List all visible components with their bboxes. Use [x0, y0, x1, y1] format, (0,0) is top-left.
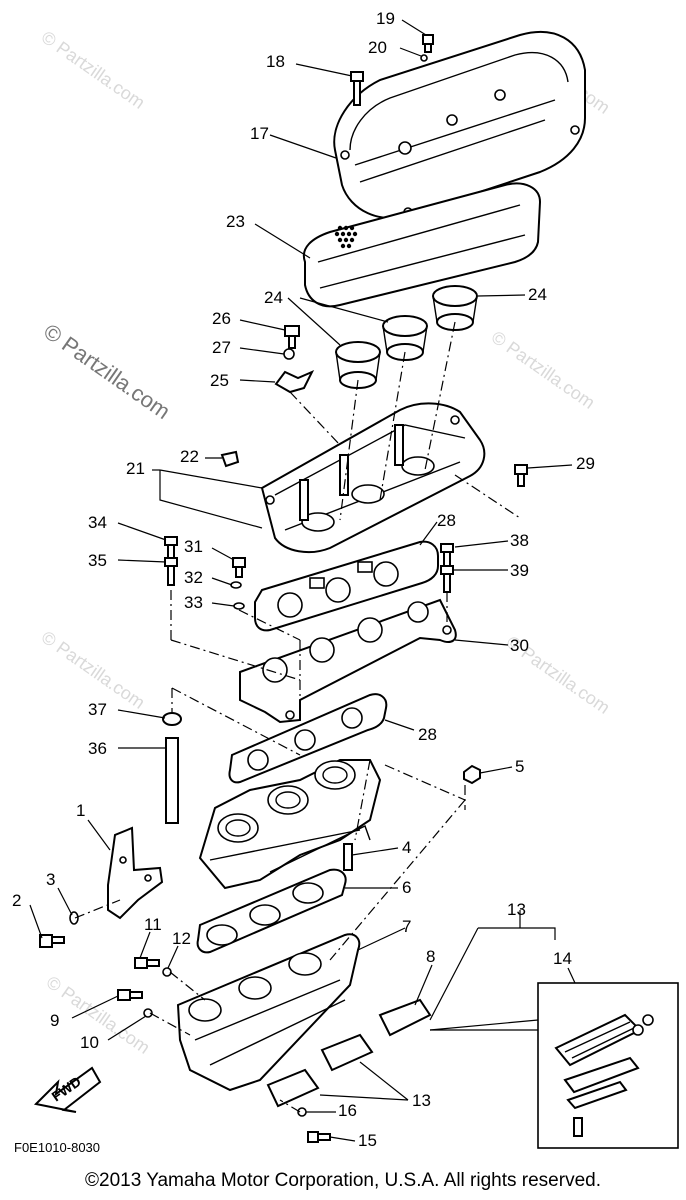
washer-20: [420, 54, 428, 62]
callout-19: 19: [376, 9, 395, 28]
callout-5: 5: [515, 757, 524, 776]
callout-1: 1: [76, 801, 85, 820]
bolt-11: [134, 957, 160, 969]
clip-25: [274, 370, 315, 394]
callout-9: 9: [50, 1011, 59, 1030]
callout-14: 14: [553, 949, 572, 968]
callout-12: 12: [172, 929, 191, 948]
callout-labels: 19 20 18 17 23 24 24 26 27 25 22 21 29 2…: [12, 9, 595, 1150]
watermark-main: © Partzilla.com: [39, 319, 175, 425]
callout-18: 18: [266, 52, 285, 71]
callout-31: 31: [184, 537, 203, 556]
fwd-arrow-icon: FWD: [33, 1066, 102, 1113]
callout-33: 33: [184, 593, 203, 612]
bolt-26: [284, 325, 300, 349]
nut-5: [463, 764, 481, 785]
reed-valves: [266, 998, 432, 1108]
washer-10: [143, 1008, 153, 1018]
callout-16: 16: [338, 1101, 357, 1120]
callout-38: 38: [510, 531, 529, 550]
alignment-lines: [74, 321, 521, 1113]
stud-4: [343, 843, 353, 871]
diagram-code: F0E1010-8030: [14, 1140, 101, 1155]
callout-28b: 28: [418, 725, 437, 744]
bracket-1: [107, 826, 164, 920]
throttle-body-assembly: [198, 759, 382, 890]
callout-13b: 13: [412, 1091, 431, 1110]
callout-27: 27: [212, 338, 231, 357]
callout-36: 36: [88, 739, 107, 758]
callout-24a: 24: [264, 288, 283, 307]
bolt-15: [307, 1131, 331, 1143]
washer-32: [230, 581, 242, 589]
screw-19: [422, 34, 434, 53]
callout-13a: 13: [507, 900, 526, 919]
callout-30: 30: [510, 636, 529, 655]
callout-37: 37: [88, 700, 107, 719]
callout-34: 34: [88, 513, 107, 532]
bolt-2: [39, 934, 65, 948]
seal-rings: [335, 285, 478, 389]
pin-36: [165, 737, 179, 824]
callout-35: 35: [88, 551, 107, 570]
callout-20: 20: [368, 38, 387, 57]
callout-4: 4: [402, 838, 411, 857]
clamp-37: [162, 712, 182, 726]
bolt-9: [117, 989, 143, 1001]
watermark-3: © Partzilla.com: [488, 327, 599, 413]
callout-7: 7: [402, 917, 411, 936]
callout-32: 32: [184, 568, 203, 587]
callout-39: 39: [510, 561, 529, 580]
washer-33: [233, 602, 245, 610]
bolt-31: [232, 557, 246, 578]
callout-26: 26: [212, 309, 231, 328]
callout-6: 6: [402, 878, 411, 897]
air-box: [260, 402, 486, 554]
manifold-gasket: [196, 868, 347, 954]
intake-manifold: [176, 933, 361, 1092]
upper-gasket: [254, 540, 439, 632]
stud-34-35: [164, 536, 178, 586]
lower-gasket: [228, 693, 388, 784]
callout-29: 29: [576, 454, 595, 473]
callout-8: 8: [426, 947, 435, 966]
fitting-22: [220, 450, 240, 468]
callout-3: 3: [46, 870, 55, 889]
cover-gasket: [302, 182, 542, 308]
callout-28a: 28: [437, 511, 456, 530]
callout-15: 15: [358, 1131, 377, 1150]
bolt-29: [514, 464, 528, 487]
watermark-1: © Partzilla.com: [38, 27, 149, 113]
leader-lines: [29, 19, 576, 1142]
reed-valve-inset: [537, 982, 679, 1149]
callout-2: 2: [12, 891, 21, 910]
washer-12: [162, 967, 172, 977]
callout-23: 23: [226, 212, 245, 231]
callout-17: 17: [250, 124, 269, 143]
callout-22: 22: [180, 447, 199, 466]
callout-11: 11: [144, 915, 162, 934]
callout-25: 25: [210, 371, 229, 390]
gasket-dot-pattern: [334, 225, 358, 249]
top-cover: [333, 30, 586, 220]
copyright-notice: ©2013 Yamaha Motor Corporation, U.S.A. A…: [85, 1170, 601, 1191]
callout-21: 21: [126, 459, 145, 478]
callout-10: 10: [80, 1033, 99, 1052]
callout-24b: 24: [528, 285, 547, 304]
stud-38-39: [440, 543, 454, 593]
bolt-18: [350, 71, 364, 106]
washer-27: [283, 348, 295, 360]
mounting-plate: [239, 598, 457, 724]
